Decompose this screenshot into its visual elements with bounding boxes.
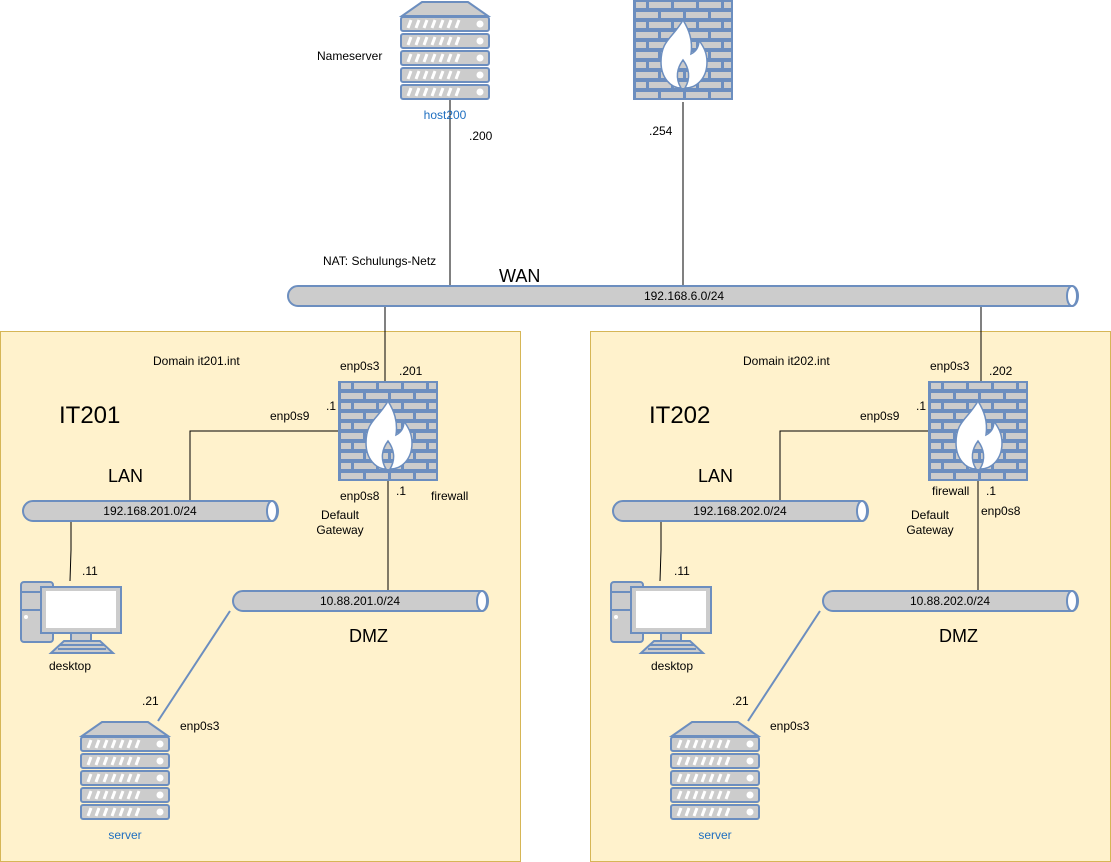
nat-label: NAT: Schulungs-Netz bbox=[323, 254, 437, 268]
it201-fw-wan-ip: .201 bbox=[399, 364, 423, 378]
link-lan202-desktop bbox=[659, 521, 662, 582]
it201-server-label: server bbox=[108, 828, 142, 842]
it201-default-gateway: Default Gateway bbox=[316, 508, 364, 537]
it201-dmz-title: DMZ bbox=[349, 626, 388, 646]
nameserver-role-label: Nameserver bbox=[317, 49, 383, 63]
wan-network: 192.168.6.0/24 bbox=[643, 289, 725, 303]
it201-lan-network: 192.168.201.0/24 bbox=[103, 504, 197, 518]
it202-fw-dmz-iface: enp0s8 bbox=[981, 504, 1021, 518]
it201-firewall-label: firewall bbox=[431, 489, 469, 503]
link-fw201-lan bbox=[189, 430, 338, 501]
it202-fw-dmz-ip: .1 bbox=[986, 484, 997, 498]
it202-title: IT202 bbox=[649, 402, 711, 429]
it202-dmz-network: 10.88.202.0/24 bbox=[909, 594, 991, 608]
it202-fw-lan-ip: .1 bbox=[916, 399, 927, 413]
it202-server-iface: enp0s3 bbox=[770, 719, 810, 733]
it202-desktop-label: desktop bbox=[650, 659, 694, 673]
it201-fw-wan-iface: enp0s3 bbox=[340, 359, 380, 373]
nameserver-hostname: host200 bbox=[423, 108, 467, 122]
it201-lan-title: LAN bbox=[108, 466, 144, 486]
it202-domain: Domain it202.int bbox=[743, 354, 830, 368]
link-fw202-lan bbox=[779, 430, 928, 501]
firewall-it202-icon bbox=[928, 381, 1028, 481]
link-dmz202-server bbox=[747, 610, 821, 722]
server-it201-icon bbox=[81, 722, 169, 819]
it202-firewall-label: firewall bbox=[932, 484, 970, 498]
it202-lan-network: 192.168.202.0/24 bbox=[693, 504, 787, 518]
it201-fw-lan-iface: enp0s9 bbox=[270, 409, 310, 423]
it201-fw-lan-ip: .1 bbox=[326, 399, 337, 413]
it201-dmz-network: 10.88.201.0/24 bbox=[319, 594, 401, 608]
it201-title: IT201 bbox=[59, 402, 121, 429]
link-lan201-desktop bbox=[69, 521, 72, 582]
it201-server-iface: enp0s3 bbox=[180, 719, 220, 733]
it201-domain: Domain it201.int bbox=[153, 354, 240, 368]
nameserver-ip: .200 bbox=[469, 129, 493, 143]
it201-desktop-label: desktop bbox=[48, 659, 92, 673]
lan201-pipe bbox=[22, 500, 279, 522]
it201-desktop-ip: .11 bbox=[82, 564, 98, 578]
dmz202-pipe bbox=[822, 590, 1079, 612]
it202-server-ip: .21 bbox=[732, 694, 749, 708]
link-dmz201-server bbox=[157, 610, 231, 722]
lan202-pipe bbox=[612, 500, 869, 522]
it202-fw-wan-iface: enp0s3 bbox=[930, 359, 970, 373]
nameserver-server-icon bbox=[401, 2, 489, 99]
it202-fw-wan-ip: .202 bbox=[989, 364, 1013, 378]
it202-server-label: server bbox=[698, 828, 732, 842]
it201-fw-dmz-iface: enp0s8 bbox=[340, 489, 380, 503]
gateway-firewall-ip: .254 bbox=[649, 124, 673, 138]
wan-title: WAN bbox=[499, 266, 541, 286]
dmz201-pipe bbox=[232, 590, 489, 612]
it202-lan-title: LAN bbox=[698, 466, 734, 486]
server-it202-icon bbox=[671, 722, 759, 819]
it201-server-ip: .21 bbox=[142, 694, 159, 708]
it202-desktop-ip: .11 bbox=[674, 564, 690, 578]
gateway-firewall-icon bbox=[633, 0, 733, 100]
wan-pipe bbox=[287, 285, 1079, 307]
firewall-it201-icon bbox=[338, 381, 438, 481]
it202-fw-lan-iface: enp0s9 bbox=[860, 409, 900, 423]
it202-default-gateway: Default Gateway bbox=[906, 508, 954, 537]
it202-dmz-title: DMZ bbox=[939, 626, 978, 646]
it201-fw-dmz-ip: .1 bbox=[396, 484, 407, 498]
